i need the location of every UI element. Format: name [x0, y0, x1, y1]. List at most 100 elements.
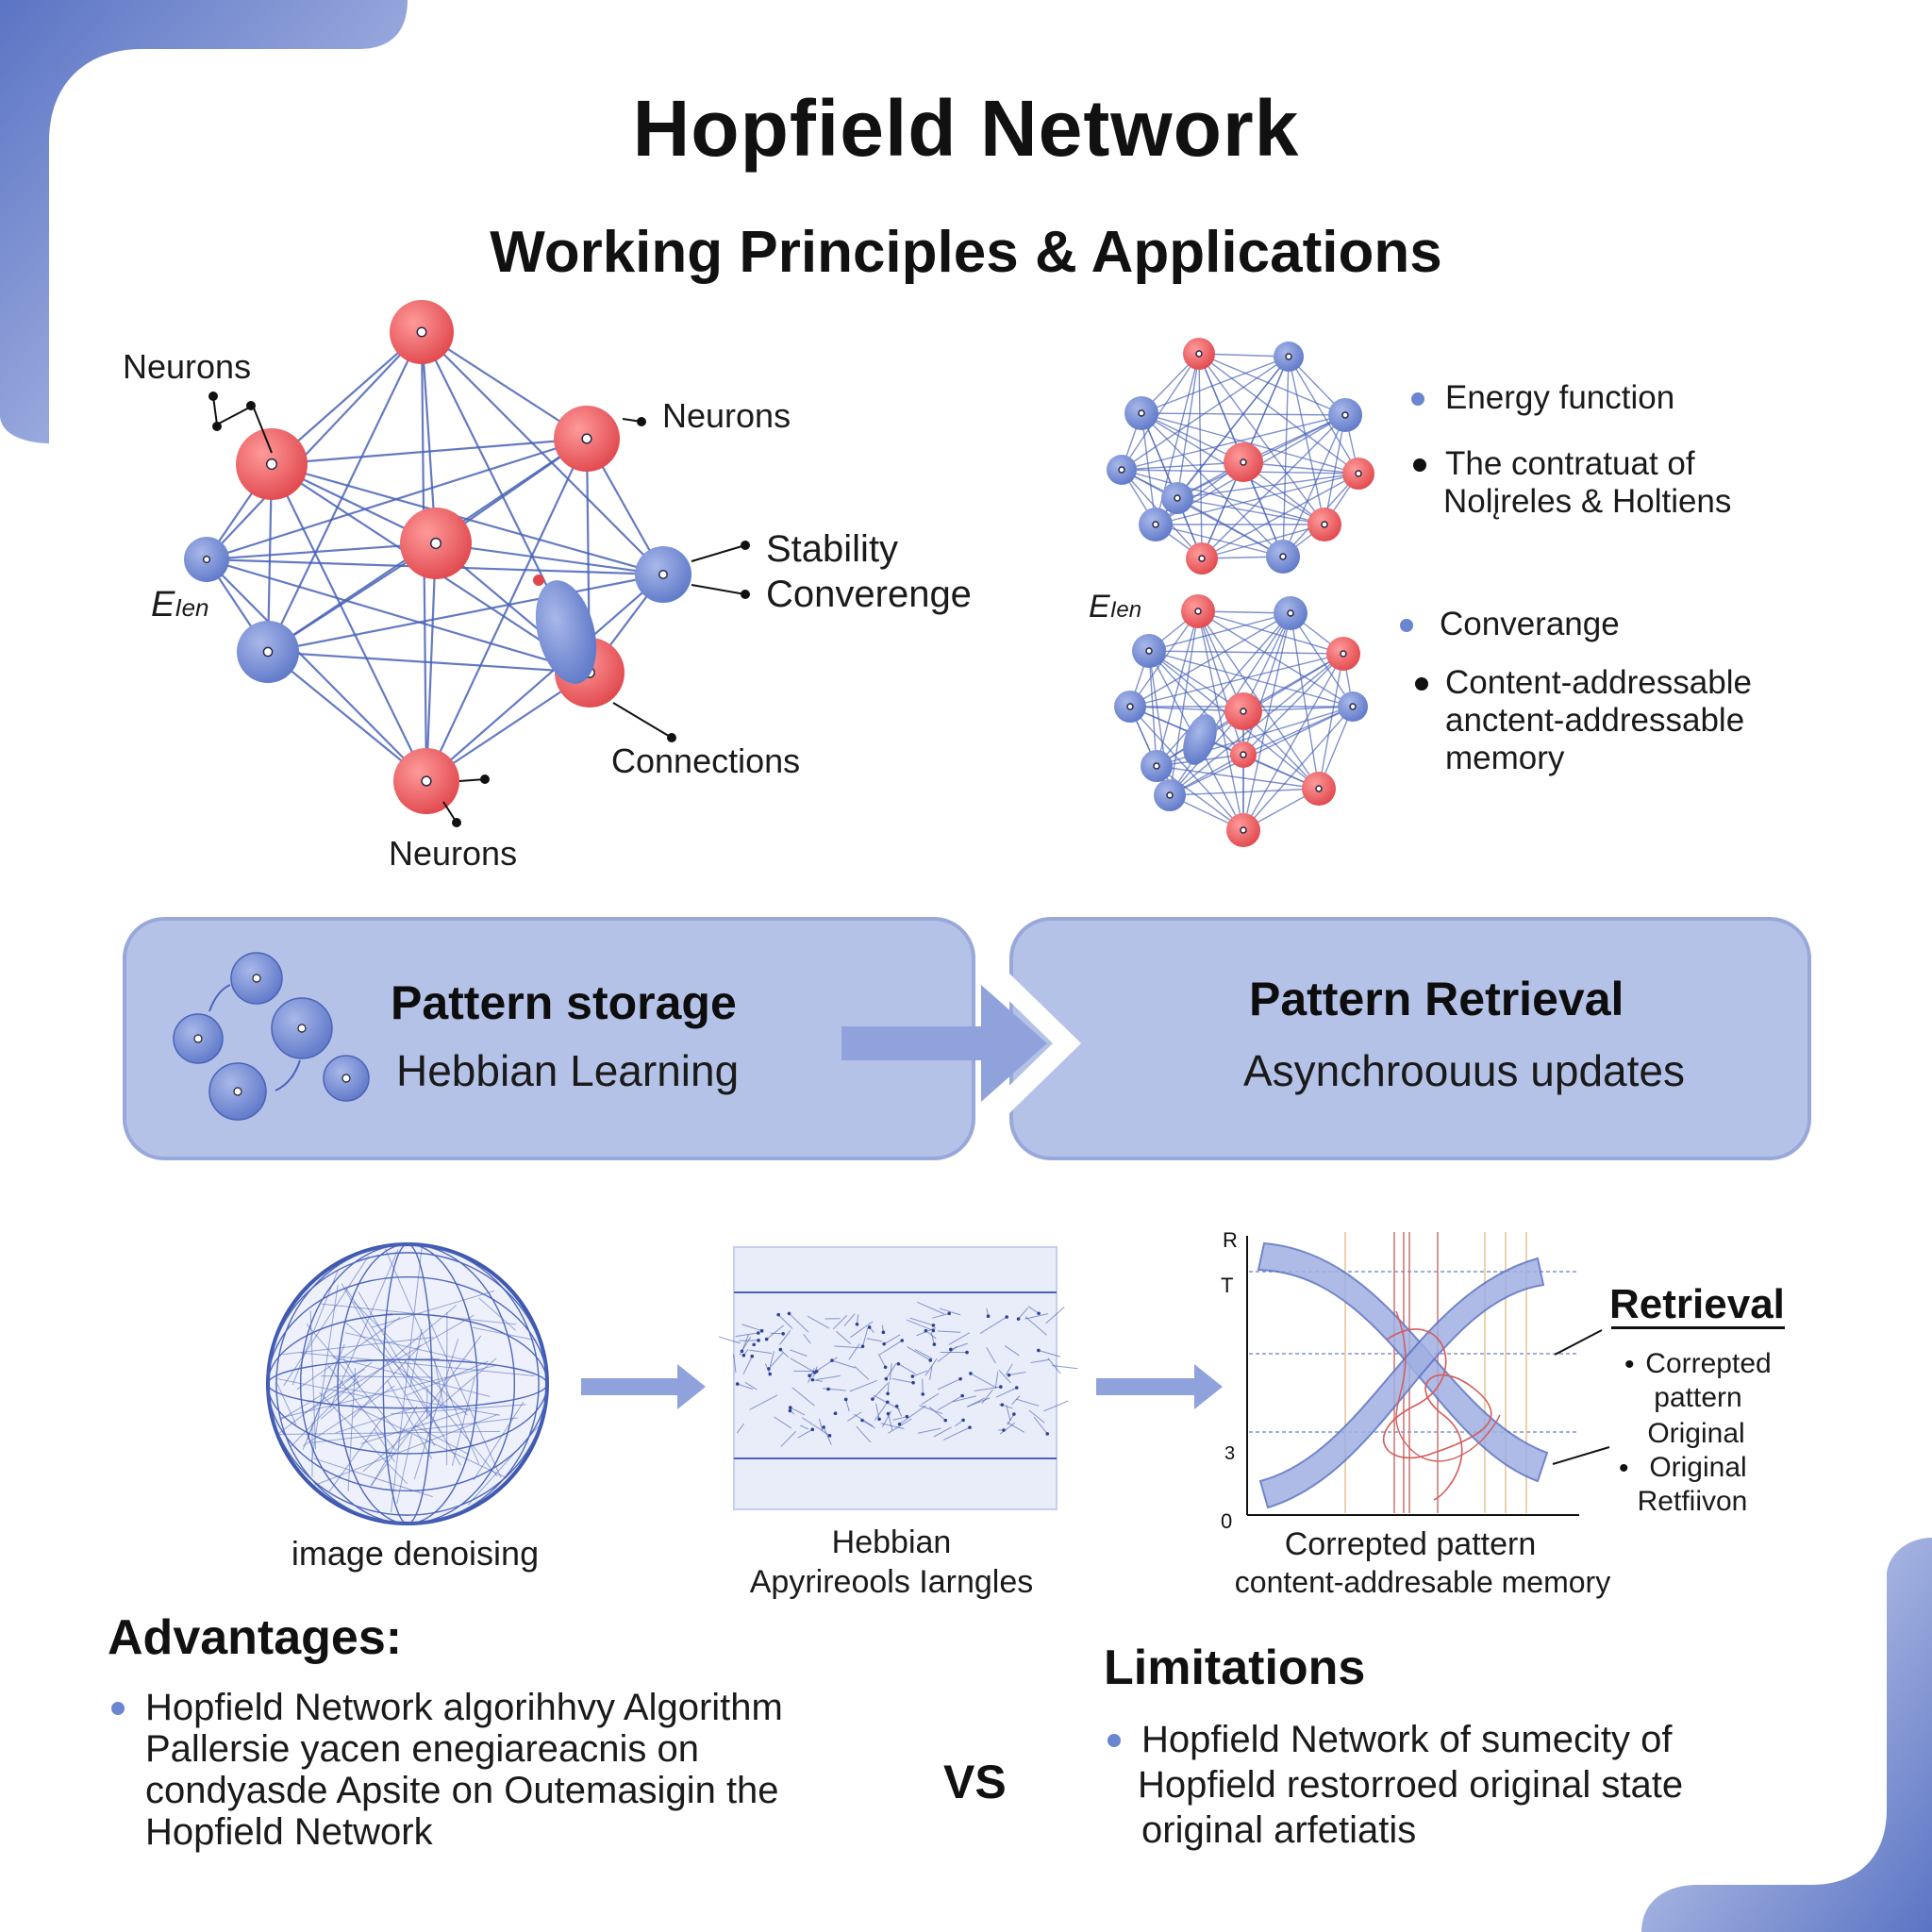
sphere-chord [319, 1391, 408, 1485]
network-connection [1141, 356, 1290, 414]
sphere-chord [313, 1457, 433, 1498]
network-connection [1282, 356, 1290, 558]
noise-dot [768, 1372, 773, 1376]
noise-stroke [888, 1413, 893, 1431]
red-neuron [1186, 542, 1218, 575]
noise-dot [1014, 1386, 1019, 1390]
limitations-bullet-dot [1108, 1734, 1121, 1747]
noise-stroke [872, 1383, 889, 1400]
noise-dot [764, 1337, 769, 1341]
blue-neuron [1274, 596, 1307, 630]
network-connection [206, 437, 588, 561]
noise-stroke [879, 1340, 903, 1356]
flow-arrow-1 [581, 1364, 706, 1409]
noise-dot [960, 1393, 964, 1398]
network-connection [1197, 610, 1244, 831]
label-energy-letter: E [151, 585, 175, 625]
blue-neuron [1114, 691, 1146, 723]
blue-neuron [237, 621, 299, 683]
noise-stroke [917, 1301, 945, 1315]
noise-stroke [1011, 1395, 1021, 1406]
network-connection [1129, 706, 1244, 712]
noise-stroke [836, 1330, 852, 1344]
noise-stroke [847, 1411, 862, 1422]
leader-dot [741, 590, 750, 599]
noise-stroke [862, 1327, 869, 1347]
sphere-chord [321, 1303, 517, 1325]
sphere-chord [276, 1377, 372, 1398]
noise-stroke [907, 1346, 931, 1361]
noise-stroke [742, 1356, 753, 1375]
noise-stroke [735, 1332, 758, 1338]
retrieval-item-correpted: Correpted [1645, 1348, 1772, 1379]
network-connection [1176, 497, 1284, 558]
noise-stroke [789, 1313, 809, 1333]
retrieval-item-pattern: pattern [1654, 1382, 1742, 1413]
sphere-chord [291, 1374, 360, 1447]
noise-stroke [777, 1314, 793, 1329]
noise-stroke [845, 1399, 850, 1412]
network-connection [1201, 524, 1325, 559]
retrieval-item-bullet: • [1624, 1349, 1635, 1380]
network-connection [1242, 612, 1291, 831]
network-connection [1129, 706, 1244, 831]
noise-dot [931, 1324, 936, 1327]
limitations-line-2: Hopfield restorroed original state [1138, 1764, 1684, 1806]
noise-stroke [874, 1401, 889, 1422]
noise-dot [968, 1425, 972, 1429]
network-connection [1155, 473, 1359, 525]
noise-stroke [1028, 1409, 1045, 1424]
blue-neuron [1141, 750, 1173, 782]
noise-stroke [808, 1368, 815, 1383]
noise-stroke [768, 1352, 784, 1370]
noise-stroke [780, 1430, 797, 1447]
network-connection [206, 541, 437, 561]
red-neuron [236, 428, 308, 500]
noise-dot [788, 1408, 792, 1413]
network-connection [271, 437, 588, 466]
noise-dot [808, 1374, 811, 1378]
noise-stroke [816, 1374, 841, 1380]
noise-stroke [995, 1387, 1017, 1398]
sphere-chord [309, 1310, 316, 1450]
noise-stroke [912, 1370, 928, 1377]
noise-dot [910, 1374, 915, 1378]
sphere-chord [384, 1248, 480, 1464]
blue-neuron [1338, 691, 1368, 722]
retrieval-title-underline [1611, 1326, 1785, 1329]
noise-stroke [981, 1389, 993, 1405]
noise-dot [931, 1328, 936, 1333]
label-energy-right-letter: E [1089, 589, 1110, 625]
red-neuron [390, 300, 454, 364]
sphere-chord [280, 1364, 496, 1419]
noise-dot [1037, 1311, 1041, 1316]
noise-dot [897, 1422, 902, 1426]
network-connection [1242, 653, 1344, 756]
corner-decoration-top-left [0, 0, 408, 443]
advantages-line-1: Hopfield Network algorihhvy Algorithm [145, 1687, 783, 1728]
noise-dot [860, 1344, 865, 1349]
network-connection [206, 331, 423, 560]
noise-stroke [1018, 1307, 1028, 1320]
noise-dot [921, 1392, 925, 1396]
noise-stroke [932, 1312, 950, 1319]
noise-stroke [1052, 1365, 1078, 1370]
sphere-chord [473, 1326, 537, 1341]
noise-dot [911, 1380, 915, 1385]
noise-stroke [948, 1332, 970, 1345]
noise-stroke [887, 1381, 890, 1394]
noise-stroke [891, 1377, 914, 1384]
red-neuron [1307, 508, 1341, 541]
graph-axis-label-zero: 0 [1221, 1509, 1233, 1533]
noise-stroke [914, 1348, 933, 1359]
noise-stroke [854, 1366, 870, 1380]
red-neuron [393, 748, 459, 814]
noise-stroke [1004, 1345, 1020, 1357]
noise-dot [741, 1353, 746, 1357]
ascending-band [1258, 1257, 1545, 1509]
noise-stroke [937, 1378, 961, 1391]
noise-stroke [861, 1420, 875, 1429]
noise-stroke [998, 1369, 1011, 1384]
network-connection [206, 558, 427, 782]
